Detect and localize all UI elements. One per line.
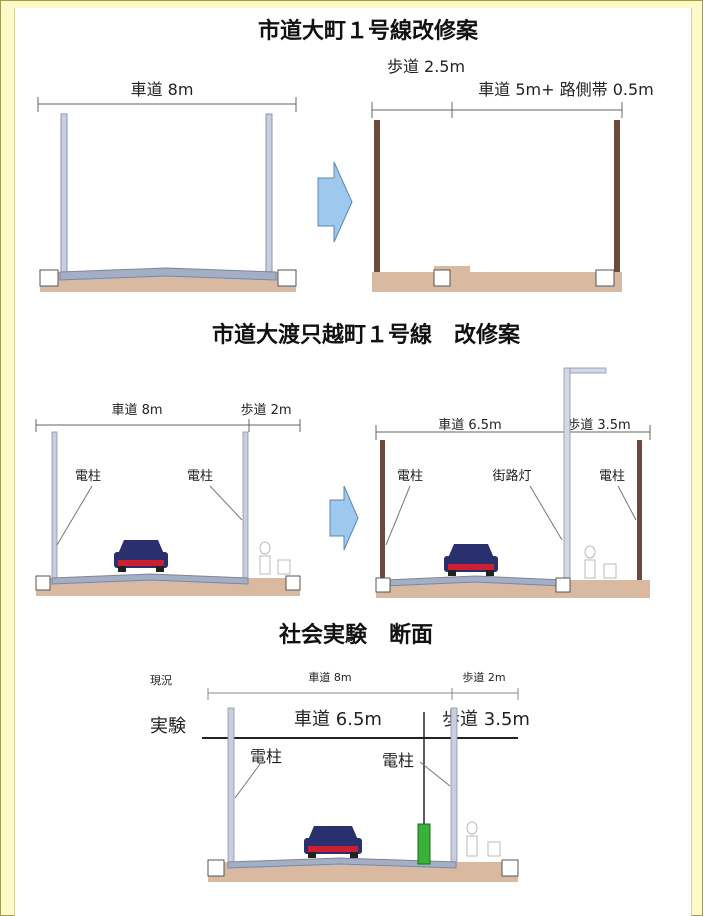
arrow-icon [329, 485, 359, 551]
roadway-width-label: 車道 5m+ 路側帯 0.5m [478, 80, 653, 99]
pole-label: 電柱 [382, 751, 414, 770]
pole-leader-line [529, 485, 563, 541]
gutter-right [501, 859, 519, 877]
sidewalk-width-label: 歩道 2m [240, 403, 291, 418]
wall-right [242, 431, 249, 581]
road-surface [51, 573, 249, 585]
pole-leader-line [385, 485, 411, 546]
sidewalk-step [434, 266, 470, 272]
streetlight-label: 街路灯 [492, 468, 531, 484]
sidewalk-width-label: 歩道 2.5m [387, 57, 465, 76]
section2-before: 車道 8m 歩道 2m 電柱 電柱 [35, 403, 301, 596]
pedestrian-icon [466, 821, 501, 857]
car-icon [304, 826, 362, 858]
current-label: 現況 [150, 673, 172, 687]
content-panel [14, 8, 692, 916]
gutter-left [433, 269, 451, 287]
pole-label: 電柱 [599, 469, 625, 484]
gutter-right [595, 269, 615, 287]
current-sidewalk-label: 歩道 2m [462, 670, 505, 684]
pole-leader-line [56, 485, 93, 546]
wall-left [380, 440, 385, 580]
wall-left [60, 113, 68, 273]
wall-right [637, 440, 642, 580]
ground [376, 580, 650, 598]
section2-after: 車道 6.5m 歩道 3.5m 電柱 街路灯 電柱 [375, 367, 651, 598]
gutter-right [555, 577, 571, 593]
gutter-right [285, 575, 301, 591]
section1-after: 歩道 2.5m 車道 5m+ 路側帯 0.5m [371, 57, 654, 292]
section1-title: 市道大町１号線改修案 [258, 18, 479, 44]
section2-title: 市道大渡只越町１号線 改修案 [212, 322, 521, 348]
wall-left [51, 431, 58, 581]
car-icon [114, 540, 168, 572]
pole-label: 電柱 [75, 469, 101, 484]
sidewalk-width-label: 歩道 3.5m [567, 418, 630, 433]
gutter-left [375, 577, 391, 593]
car-icon [444, 544, 498, 576]
gutter-left [207, 859, 225, 877]
section3-title: 社会実験 断面 [279, 622, 433, 648]
pole-leader-line [209, 485, 243, 521]
pole-label: 電柱 [250, 747, 282, 766]
roadway-width-label: 車道 8m [111, 403, 162, 418]
roadway-width-label: 車道 8m [131, 80, 194, 99]
section3-cross-section: 現況 車道 8m 歩道 2m 実験 車道 6.5m 歩道 3.5m 電柱 電柱 [150, 670, 530, 882]
wall-right [450, 707, 458, 865]
gutter-left [39, 269, 59, 287]
wall-right [265, 113, 273, 273]
wall-left [374, 120, 380, 272]
pole-leader-line [419, 761, 451, 787]
ground [372, 272, 622, 292]
gutter-right [277, 269, 297, 287]
wall-right [614, 120, 620, 272]
experiment-label: 実験 [150, 716, 186, 737]
pole-leader-line [617, 485, 637, 521]
pedestrian-icon [259, 541, 291, 575]
pedestrian-icon [584, 545, 617, 579]
gutter-left [35, 575, 51, 591]
wall-left [227, 707, 235, 865]
pole-label: 電柱 [187, 469, 213, 484]
arrow-icon [317, 161, 353, 243]
experiment-sidewalk-label: 歩道 3.5m [442, 709, 530, 730]
roadway-width-label: 車道 6.5m [438, 418, 501, 433]
pole-leader-line [234, 763, 261, 799]
safety-post [417, 823, 431, 865]
section1-before: 車道 8m [37, 80, 297, 292]
road-surface [59, 267, 277, 281]
pole-label: 電柱 [397, 469, 423, 484]
experiment-roadway-label: 車道 6.5m [294, 709, 382, 730]
road-surface [227, 857, 457, 869]
current-roadway-label: 車道 8m [308, 670, 351, 684]
